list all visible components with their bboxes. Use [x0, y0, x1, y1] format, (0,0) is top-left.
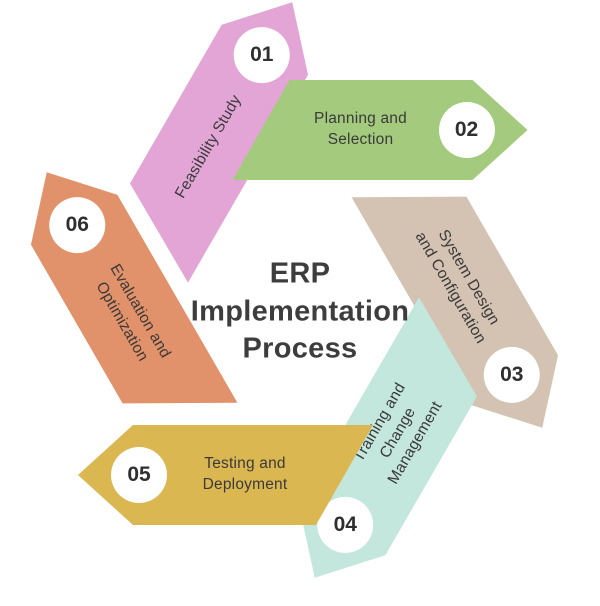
- step-arrow-02-planning-and-selection: Planning and Selection 02: [232, 80, 528, 180]
- step-label: Planning and Selection: [314, 110, 407, 148]
- step-number-badge: 06: [49, 197, 105, 253]
- diagram-title: ERP Implementation Process: [190, 257, 410, 365]
- step-number-badge: 01: [233, 27, 289, 83]
- step-label: Testing and Deployment: [202, 455, 287, 493]
- step-number-badge: 03: [483, 347, 539, 403]
- step-number-badge: 02: [438, 102, 495, 158]
- step-number-badge: 05: [111, 447, 167, 503]
